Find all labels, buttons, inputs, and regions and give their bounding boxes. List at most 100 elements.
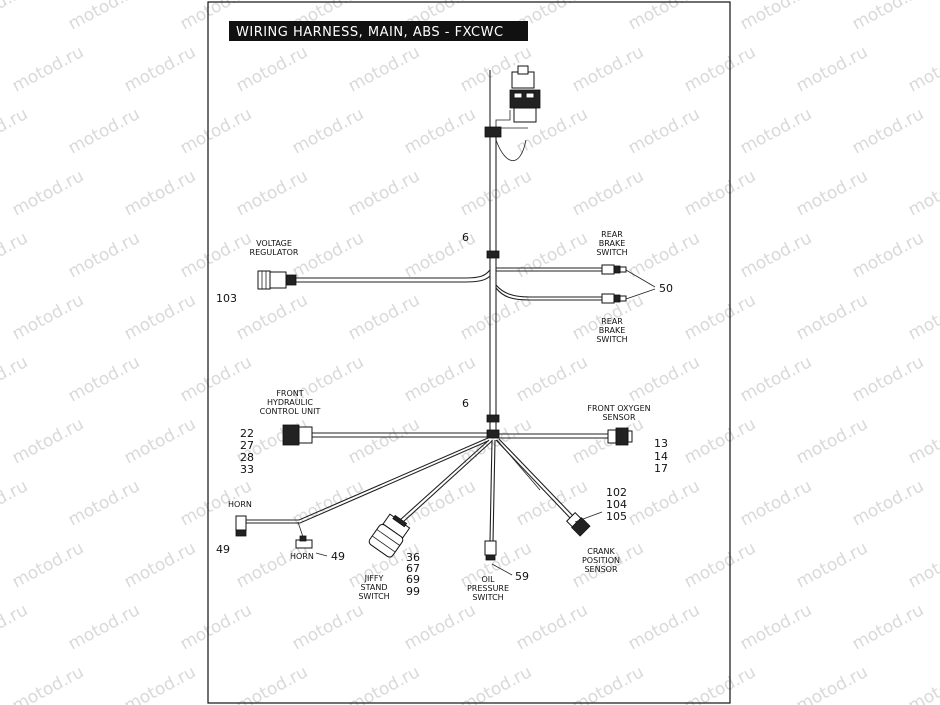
- horn-left-terminal: [235, 515, 247, 537]
- svg-text:28: 28: [240, 451, 254, 464]
- svg-text:33: 33: [240, 463, 254, 476]
- watermark-text: motod.ru: [65, 0, 143, 34]
- watermark-text: motod.ru: [9, 290, 87, 344]
- svg-text:REGULATOR: REGULATOR: [250, 248, 299, 257]
- front-hcu-connector: [282, 424, 313, 446]
- watermark-text: motod.ru: [569, 42, 647, 96]
- rear-brake-switch-upper-terminal: [601, 264, 627, 275]
- svg-text:HORN: HORN: [228, 500, 252, 509]
- watermark-text: motod.ru: [681, 538, 759, 592]
- svg-text:SWITCH: SWITCH: [596, 248, 627, 257]
- watermark-text: motod.ru: [625, 352, 703, 406]
- watermark-text: motod.ru: [625, 228, 703, 282]
- svg-text:FRONT OXYGEN: FRONT OXYGEN: [587, 404, 650, 413]
- svg-text:22: 22: [240, 427, 254, 440]
- watermark-text: motod.ru: [289, 104, 367, 158]
- watermark-text: motod.ru: [289, 600, 367, 654]
- watermark-text: motod.ru: [233, 290, 311, 344]
- svg-text:105: 105: [606, 510, 627, 523]
- watermark-text: motod.ru: [121, 662, 199, 705]
- svg-text:27: 27: [240, 439, 254, 452]
- svg-text:STAND: STAND: [361, 583, 388, 592]
- svg-text:BRAKE: BRAKE: [599, 239, 626, 248]
- watermark-text: motod.ru: [0, 476, 31, 530]
- watermark-text: motod.ru: [401, 600, 479, 654]
- watermark-text: motod.ru: [681, 662, 759, 705]
- watermark-text: motod.ru: [737, 352, 815, 406]
- voltage-regulator-connector: [257, 270, 297, 290]
- watermark-text: motod.ru: [233, 166, 311, 220]
- horn-right-terminal: [295, 535, 313, 549]
- svg-text:59: 59: [515, 570, 529, 583]
- svg-text:17: 17: [654, 462, 668, 475]
- watermark-text: motod.ru: [849, 476, 927, 530]
- watermark-text: motod.ru: [793, 290, 871, 344]
- label-rear-brake-switch-lower: REAR BRAKE SWITCH: [596, 317, 627, 344]
- svg-text:CONTROL UNIT: CONTROL UNIT: [260, 407, 321, 416]
- watermark-text: motod.ru: [849, 104, 927, 158]
- front-oxygen-sensor-connector: [607, 427, 633, 446]
- label-crank-position-sensor: CRANK POSITION SENSOR 102 104 105: [582, 486, 627, 574]
- watermark-text: motod.ru: [121, 414, 199, 468]
- watermark-text: motod.ru: [625, 476, 703, 530]
- watermark-text: motod.ru: [905, 42, 940, 96]
- svg-text:OIL: OIL: [481, 575, 495, 584]
- watermark-text: motod.ru: [905, 166, 940, 220]
- watermark-text: motod.ru: [625, 104, 703, 158]
- watermark-text: motod.ru: [345, 42, 423, 96]
- ref-50: 50: [659, 282, 673, 295]
- watermark-text: motod.ru: [849, 600, 927, 654]
- watermark-text: motod.ru: [0, 104, 31, 158]
- watermark-text: motod.ru: [905, 662, 940, 705]
- ref-103: 103: [216, 292, 237, 305]
- watermark-text: motod.ru: [177, 600, 255, 654]
- watermark-text: motod.ru: [513, 600, 591, 654]
- watermark-text: motod.ru: [65, 104, 143, 158]
- label-front-hcu: FRONT HYDRAULIC CONTROL UNIT 22 27 28 33: [240, 389, 320, 476]
- svg-text:SENSOR: SENSOR: [584, 565, 617, 574]
- svg-text:REAR: REAR: [601, 230, 623, 239]
- label-jiffy-stand-switch: JIFFY STAND SWITCH 36 67 69 99: [358, 551, 420, 601]
- label-horn-left: HORN 49: [216, 500, 252, 556]
- watermark-text: motod.ru: [233, 662, 311, 705]
- svg-text:104: 104: [606, 498, 627, 511]
- label-rear-brake-switch-upper: REAR BRAKE SWITCH: [596, 230, 627, 257]
- harness-wires: [246, 70, 608, 543]
- wire-clip-upper: [486, 250, 500, 259]
- watermark-text: motod.ru: [345, 662, 423, 705]
- oil-pressure-switch-terminal: [484, 540, 497, 561]
- label-oil-pressure-switch: OIL PRESSURE SWITCH 59: [467, 570, 529, 602]
- watermark-text: motod.ru: [289, 228, 367, 282]
- watermark-text: motod.ru: [513, 228, 591, 282]
- watermark-text: motod.ru: [345, 290, 423, 344]
- label-voltage-regulator: VOLTAGE REGULATOR 103: [216, 239, 299, 305]
- watermark-text: motod.ru: [905, 414, 940, 468]
- watermark-text: motod.ru: [737, 600, 815, 654]
- watermark-text: motod.ru: [121, 538, 199, 592]
- watermark-text: motod.ru: [0, 352, 31, 406]
- watermark-text: motod.ru: [0, 0, 31, 34]
- svg-text:VOLTAGE: VOLTAGE: [256, 239, 292, 248]
- svg-text:CRANK: CRANK: [587, 547, 615, 556]
- watermark-text: motod.ru: [569, 662, 647, 705]
- svg-text:BRAKE: BRAKE: [599, 326, 626, 335]
- svg-text:SENSOR: SENSOR: [602, 413, 635, 422]
- watermark-text: motod.ru: [905, 290, 940, 344]
- watermark-text: motod.ru: [681, 42, 759, 96]
- watermark-text: motod.ru: [681, 414, 759, 468]
- ref-6-lower: 6: [462, 397, 469, 410]
- svg-text:67: 67: [406, 562, 420, 575]
- leader-lines: [315, 269, 656, 576]
- watermark-text: motod.ru: [849, 228, 927, 282]
- watermark-text: motod.ru: [177, 352, 255, 406]
- watermark-text: motod.ru: [849, 352, 927, 406]
- watermark-text: motod.ru: [737, 228, 815, 282]
- watermark-text: motod.ru: [121, 42, 199, 96]
- watermark-text: motod.ru: [9, 166, 87, 220]
- ref-6-upper: 6: [462, 231, 469, 244]
- watermark-text: motod.ru: [625, 600, 703, 654]
- watermark-text: motod.ru: [9, 538, 87, 592]
- watermark-text: motod.ru: [569, 166, 647, 220]
